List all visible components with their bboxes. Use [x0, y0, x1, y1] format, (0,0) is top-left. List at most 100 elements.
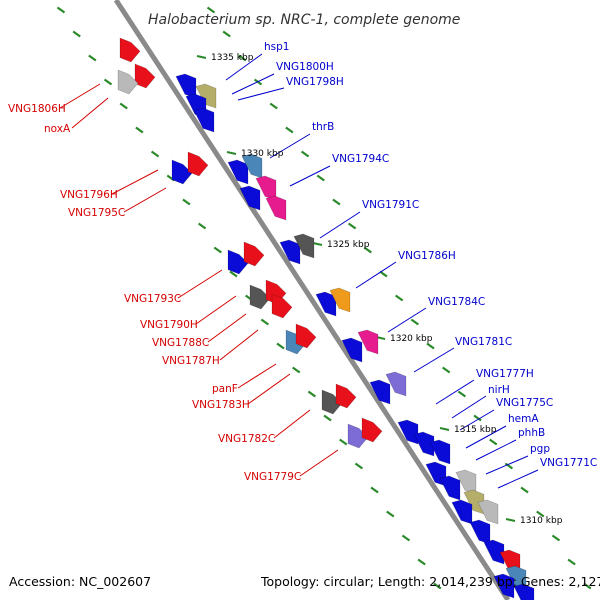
tick-mark — [395, 294, 404, 302]
topology-text: Topology: circular; Length: 2,014,239 bp… — [260, 574, 600, 589]
gene-label-vng1798h[interactable]: VNG1798H — [286, 76, 344, 88]
gene-label-pgp[interactable]: pgp — [530, 443, 550, 455]
gene-label-vng1788c[interactable]: VNG1788C — [152, 337, 209, 349]
gene-label-nirh[interactable]: nirH — [488, 384, 510, 396]
gene-label-vng1791c[interactable]: VNG1791C — [362, 199, 419, 211]
tick-mark — [269, 102, 278, 110]
leader-line — [497, 469, 539, 489]
gene-label-vng1796h[interactable]: VNG1796H — [60, 189, 118, 201]
gene-label-vng1806h[interactable]: VNG1806H — [8, 103, 66, 115]
genome-backbone — [113, 0, 511, 600]
gene-label-noxa[interactable]: noxA — [44, 123, 71, 135]
gene-label-vng1793c[interactable]: VNG1793C — [124, 293, 181, 305]
tick-mark — [307, 390, 317, 398]
tick-mark — [567, 558, 576, 566]
tick-mark — [150, 150, 160, 158]
leader-line — [435, 379, 475, 405]
leader-line — [387, 307, 427, 333]
tick-mark — [285, 126, 294, 134]
tick-mark — [410, 318, 419, 326]
leader-line — [195, 295, 237, 325]
reverse-gene-block — [315, 291, 337, 317]
gene-label-vng1800h[interactable]: VNG1800H — [276, 61, 334, 73]
tick-mark — [551, 534, 561, 542]
gene-label-vng1784c[interactable]: VNG1784C — [428, 296, 485, 308]
gene-label-vng1794c[interactable]: VNG1794C — [332, 153, 389, 165]
tick-mark — [206, 6, 216, 14]
tick-mark — [417, 558, 426, 566]
gene-label-vng1781c[interactable]: VNG1781C — [455, 336, 512, 348]
tick-mark — [489, 438, 498, 446]
reverse-gene-block — [341, 337, 363, 363]
gene-label-vng1786h[interactable]: VNG1786H — [398, 250, 456, 262]
gene-label-hsp1[interactable]: hsp1 — [264, 41, 289, 53]
gene-label-vng1775c[interactable]: VNG1775C — [496, 397, 553, 409]
tick-mark — [119, 102, 128, 110]
tick-marks — [56, 6, 592, 590]
tick-mark — [238, 54, 247, 62]
forward-gene-block — [295, 323, 317, 349]
leader-line — [475, 439, 517, 461]
leader-line — [459, 409, 495, 431]
tick-mark — [473, 414, 482, 422]
reverse-gene-block — [265, 195, 287, 221]
gene-label-thrb[interactable]: thrB — [312, 121, 334, 133]
gene-label-panf[interactable]: panF — [212, 383, 238, 395]
leader-line — [247, 373, 291, 405]
gene-label-vng1771c[interactable]: VNG1771C — [540, 457, 597, 469]
reverse-gene-block — [513, 583, 535, 600]
tick-mark — [457, 390, 467, 398]
leader-line — [225, 53, 263, 81]
kbp-tick — [439, 427, 450, 431]
gene-label-vng1787h[interactable]: VNG1787H — [162, 355, 220, 367]
tick-mark — [520, 486, 529, 494]
kbp-tick — [505, 518, 516, 522]
leader-line — [289, 165, 331, 187]
leader-line — [123, 187, 167, 213]
leader-line — [237, 363, 277, 389]
leader-line — [71, 97, 109, 129]
tick-mark — [386, 510, 395, 518]
reverse-gene-block — [241, 153, 263, 179]
tick-mark — [347, 222, 357, 230]
tick-mark — [583, 582, 592, 590]
gene-label-phhb[interactable]: phhB — [518, 427, 545, 439]
gene-label-vng1777h[interactable]: VNG1777H — [476, 368, 534, 380]
kbp-marker-1325-kbp: 1325 kbp — [327, 240, 370, 250]
reverse-gene-block — [279, 239, 301, 265]
gene-label-vng1779c[interactable]: VNG1779C — [244, 471, 301, 483]
leader-line — [237, 87, 285, 101]
forward-gene-block — [187, 151, 209, 177]
reverse-gene-block — [369, 379, 391, 405]
reverse-gene-block — [293, 233, 315, 259]
reverse-gene-block — [227, 159, 249, 185]
reverse-gene-block — [385, 371, 407, 397]
forward-gene-block — [119, 37, 141, 63]
reverse-gene-block — [493, 573, 515, 599]
tick-mark — [292, 366, 301, 374]
kbp-tick — [312, 242, 323, 246]
forward-gene-block — [271, 293, 293, 319]
gene-label-vng1783h[interactable]: VNG1783H — [192, 399, 250, 411]
kbp-tick — [196, 55, 207, 59]
gene-label-vng1782c[interactable]: VNG1782C — [218, 433, 275, 445]
reverse-gene-block — [477, 499, 499, 525]
reverse-gene-block — [451, 499, 473, 525]
forward-gene-block — [117, 69, 139, 95]
tick-mark — [401, 534, 411, 542]
tick-mark — [536, 510, 545, 518]
leader-line — [231, 73, 275, 95]
tick-mark — [363, 246, 372, 254]
forward-gene-block — [227, 249, 249, 275]
gene-label-vng1790h[interactable]: VNG1790H — [140, 319, 198, 331]
gene-label-vng1795c[interactable]: VNG1795C — [68, 207, 125, 219]
reverse-gene-block — [255, 175, 277, 201]
tick-mark — [88, 54, 97, 62]
leader-line — [319, 211, 361, 239]
tick-mark — [229, 270, 238, 278]
kbp-tick — [226, 151, 237, 155]
gene-label-hema[interactable]: hemA — [508, 413, 539, 425]
leader-line — [177, 269, 223, 299]
tick-mark — [370, 486, 379, 494]
